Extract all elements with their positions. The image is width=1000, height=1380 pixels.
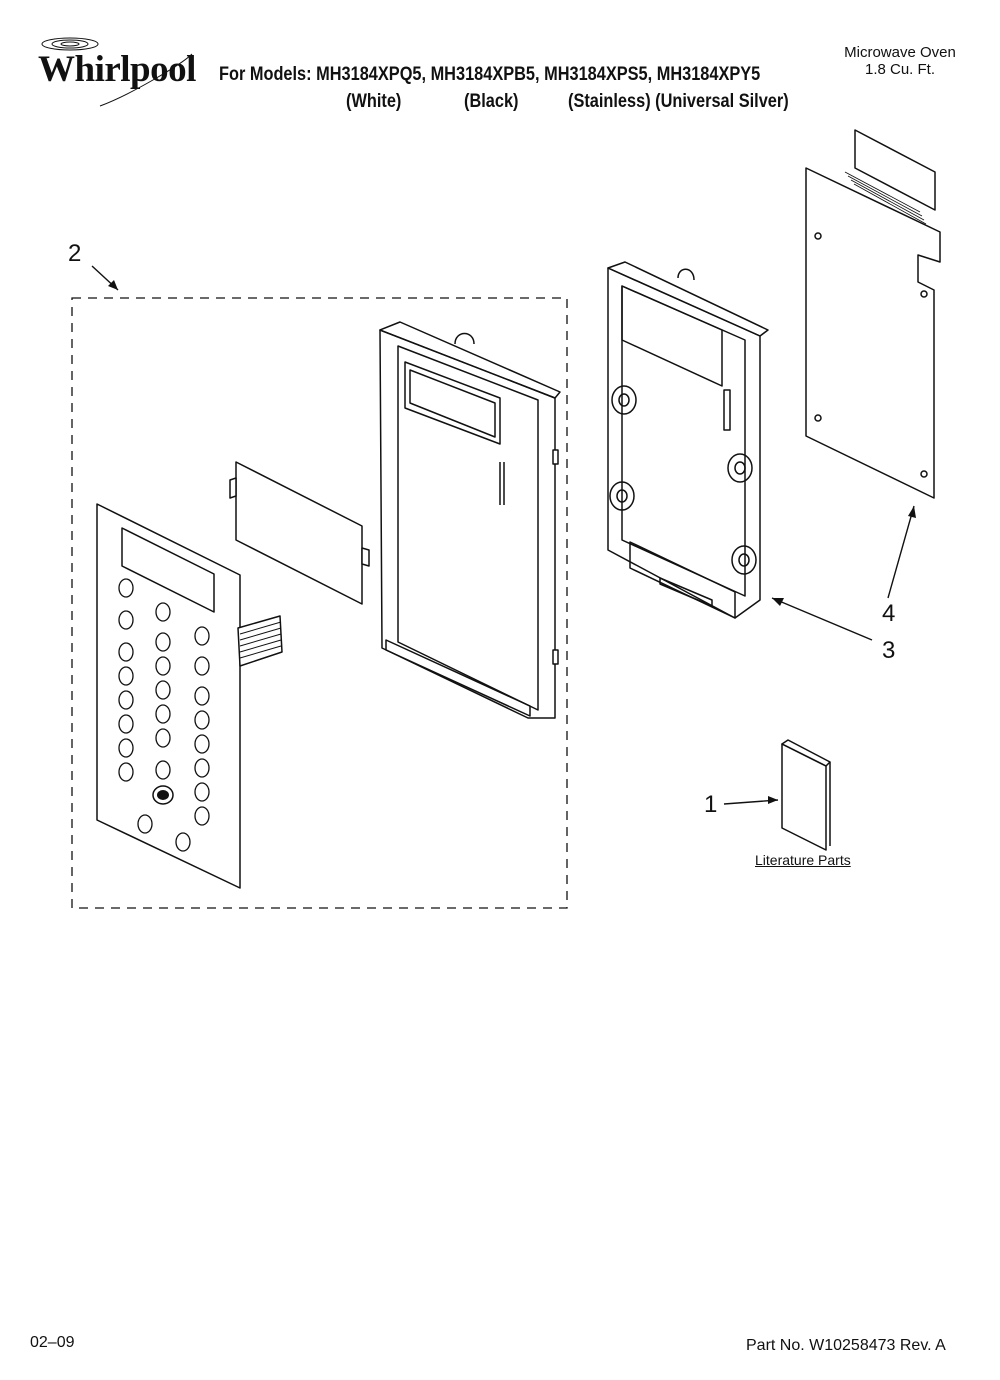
control-panel-frame xyxy=(379,321,561,719)
brand-name: Whirlpool xyxy=(38,49,196,90)
callout-arrow-2 xyxy=(91,265,119,291)
callout-2: 2 xyxy=(68,240,82,267)
literature-parts-label: Literature Parts xyxy=(755,852,851,868)
callout-arrow-4 xyxy=(887,505,916,599)
electronic-control-board xyxy=(805,129,941,499)
callout-4: 4 xyxy=(882,600,896,627)
assembly-2-dashed-box xyxy=(71,297,568,909)
keypad-membrane xyxy=(96,503,283,889)
footer-date: 02–09 xyxy=(30,1334,75,1351)
footer-part-number: Part No. W10258473 Rev. A xyxy=(746,1337,946,1354)
keypad-buttons xyxy=(118,578,210,852)
callout-3: 3 xyxy=(882,637,896,664)
product-info: Microwave Oven 1.8 Cu. Ft. xyxy=(820,44,980,78)
brand-logo-swirl-icon xyxy=(41,37,193,107)
callout-arrow-3 xyxy=(771,597,873,641)
callout-arrow-1 xyxy=(723,796,779,805)
product-capacity: 1.8 Cu. Ft. xyxy=(864,61,936,78)
finish-white: (White) xyxy=(346,91,402,112)
brand-logo: Whirlpool xyxy=(22,34,202,114)
product-type: Microwave Oven xyxy=(844,44,956,61)
finish-black: (Black) xyxy=(464,91,519,112)
callout-1: 1 xyxy=(704,791,718,818)
finish-stainless-silver: (Stainless) (Universal Silver) xyxy=(568,91,789,112)
control-housing-bracket xyxy=(607,261,769,619)
display-window-lens xyxy=(229,461,370,605)
literature-booklet xyxy=(781,739,831,851)
models-label: For Models: MH3184XPQ5, MH3184XPB5, MH31… xyxy=(219,64,761,85)
